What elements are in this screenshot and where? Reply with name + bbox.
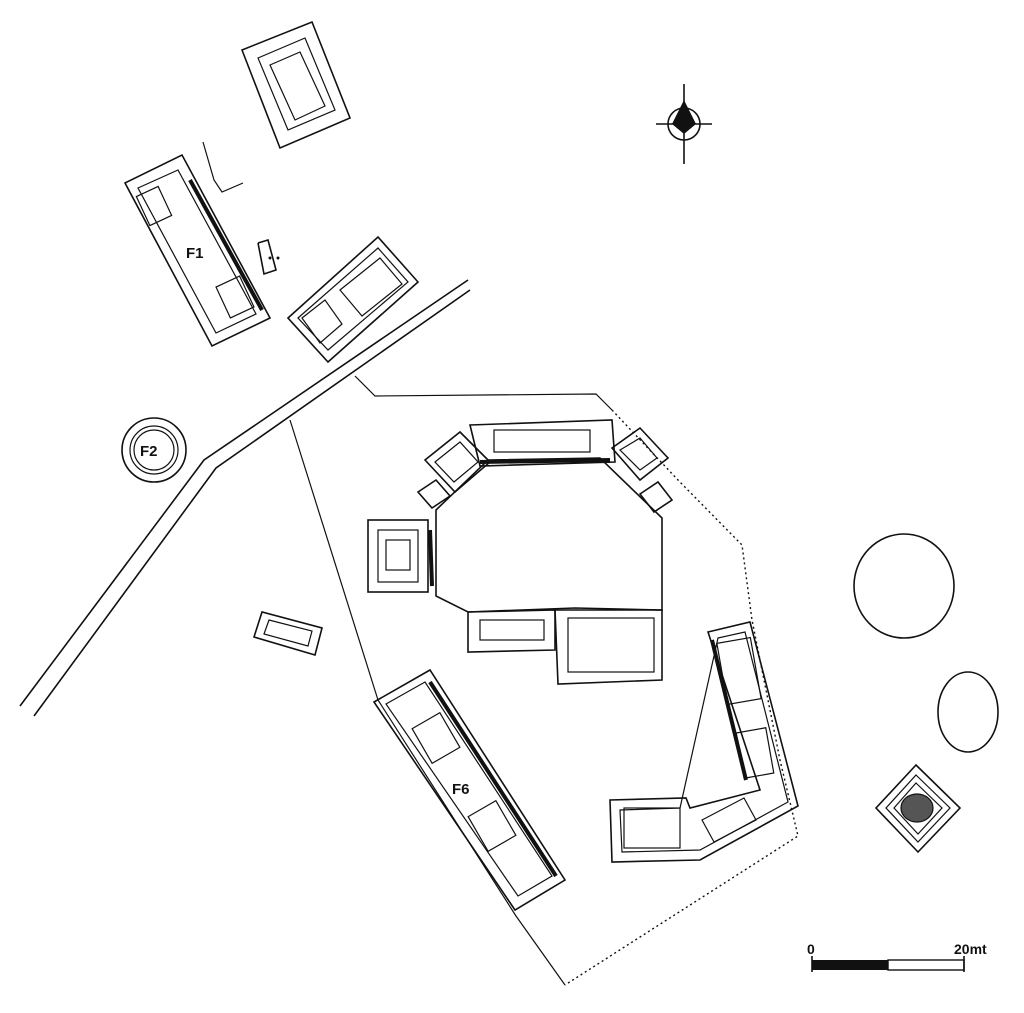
scale-end-label: 20mt — [954, 941, 987, 957]
diamond-structure — [874, 763, 962, 854]
scale-bar — [811, 956, 965, 972]
north-arrow-icon — [656, 84, 712, 164]
label-f6: F6 — [452, 781, 470, 798]
central-complex — [367, 419, 674, 685]
label-f1: F1 — [186, 245, 204, 262]
building-f6 — [372, 668, 567, 912]
road — [19, 279, 471, 717]
wall-fragments — [202, 141, 280, 276]
enclosure-boundary — [289, 375, 799, 986]
label-f2: F2 — [140, 443, 158, 460]
scale-start-label: 0 — [807, 941, 815, 957]
small-building-west — [252, 611, 323, 657]
structure-f2 — [121, 417, 187, 483]
circular-features-east — [853, 533, 999, 753]
building-north — [240, 20, 352, 150]
building-f1 — [123, 153, 272, 348]
building-two-rooms — [286, 235, 420, 364]
building-east-l — [609, 621, 799, 863]
